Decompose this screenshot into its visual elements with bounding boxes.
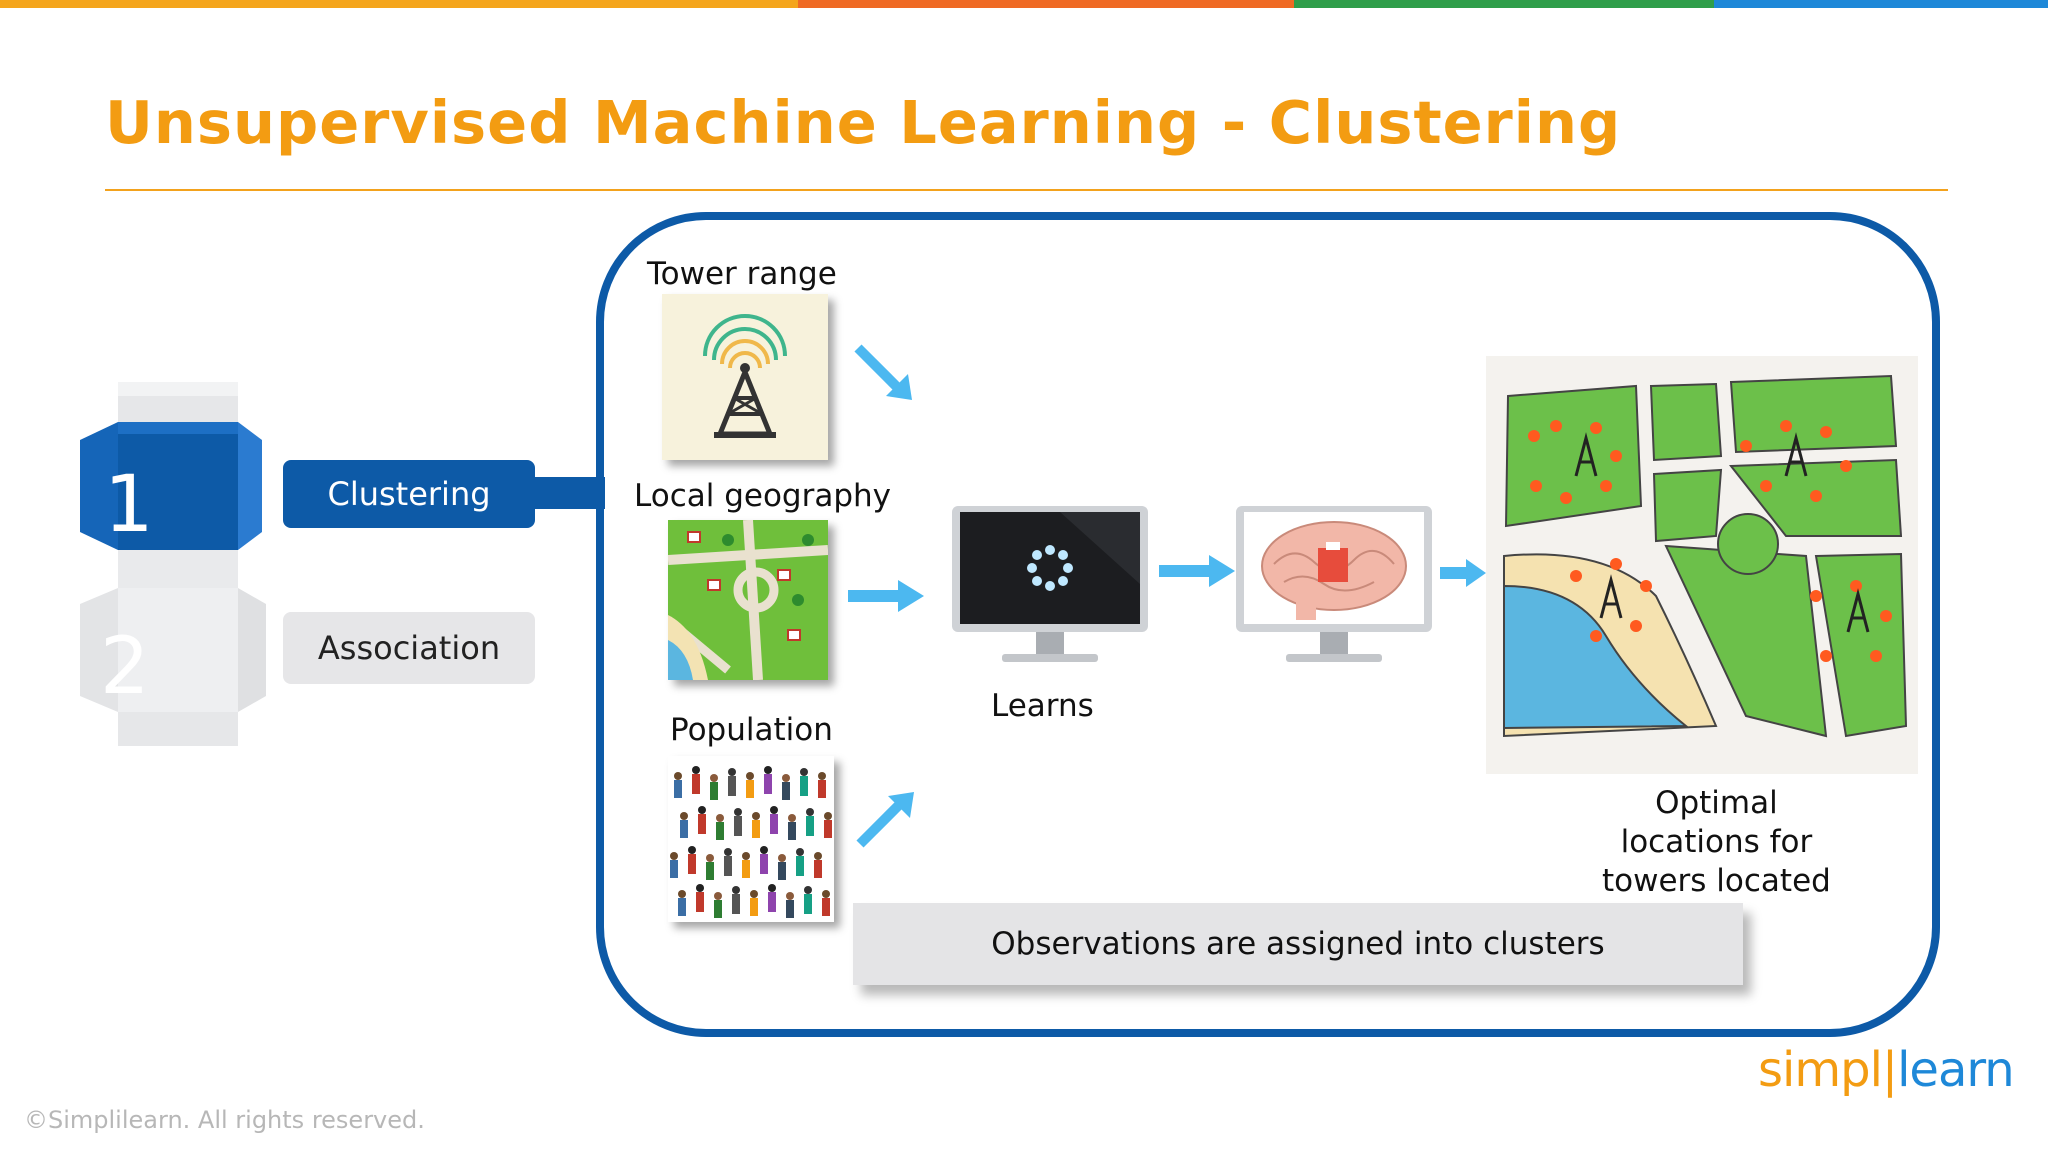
observation-banner: Observations are assigned into clusters <box>853 903 1743 985</box>
brain-monitor-icon <box>1236 506 1432 662</box>
tower-range-image <box>662 294 828 460</box>
arrow-right-icon <box>1440 559 1486 587</box>
observation-text: Observations are assigned into clusters <box>991 926 1605 962</box>
learning-monitor-icon <box>952 506 1148 662</box>
arrow-up-right-icon <box>856 792 914 848</box>
arrow-right-icon <box>848 580 924 612</box>
arrow-right-icon <box>1159 555 1235 587</box>
crowd-icon <box>670 766 832 918</box>
sidebar-item-label: Association <box>317 629 501 667</box>
diagram-frame <box>596 212 1940 1037</box>
optimal-towers-map <box>1486 356 1918 774</box>
step-number-1: 1 <box>104 460 154 550</box>
logo-left-text: simpl <box>1758 1042 1883 1098</box>
output-label: Optimal locations for towers located <box>1602 785 1831 899</box>
population-image <box>668 756 834 922</box>
title-underline <box>105 189 1948 191</box>
logo-divider: | <box>1881 1042 1898 1098</box>
input-label-tower-range: Tower range <box>647 256 837 292</box>
sidebar-item-association[interactable]: Association <box>283 612 535 684</box>
input-label-population: Population <box>670 712 833 748</box>
topbar-segment-blue <box>1714 0 2048 8</box>
pill-connector <box>535 477 605 509</box>
topbar-segment-red <box>798 0 1294 8</box>
topbar-segment-orange <box>0 0 798 8</box>
clustered-map-icon <box>1486 356 1918 774</box>
arrow-down-right-icon <box>854 344 912 400</box>
logo-right-text: learn <box>1897 1042 2015 1098</box>
copyright-text: ©Simplilearn. All rights reserved. <box>24 1106 425 1134</box>
map-icon <box>668 520 828 680</box>
tower-icon <box>703 314 787 438</box>
sidebar-item-label: Clustering <box>327 475 491 513</box>
stacked-blocks-graphic <box>80 382 266 746</box>
sidebar-item-clustering[interactable]: Clustering <box>283 460 535 528</box>
step-number-2: 2 <box>100 622 150 712</box>
topbar-segment-green <box>1294 0 1714 8</box>
process-label: Learns <box>991 688 1094 724</box>
page-title: Unsupervised Machine Learning - Clusteri… <box>105 88 1622 157</box>
top-color-bar <box>0 0 2048 8</box>
input-label-local-geography: Local geography <box>634 478 892 514</box>
local-geography-image <box>668 520 828 680</box>
simplilearn-logo: simpl|learn <box>1758 1042 2015 1098</box>
